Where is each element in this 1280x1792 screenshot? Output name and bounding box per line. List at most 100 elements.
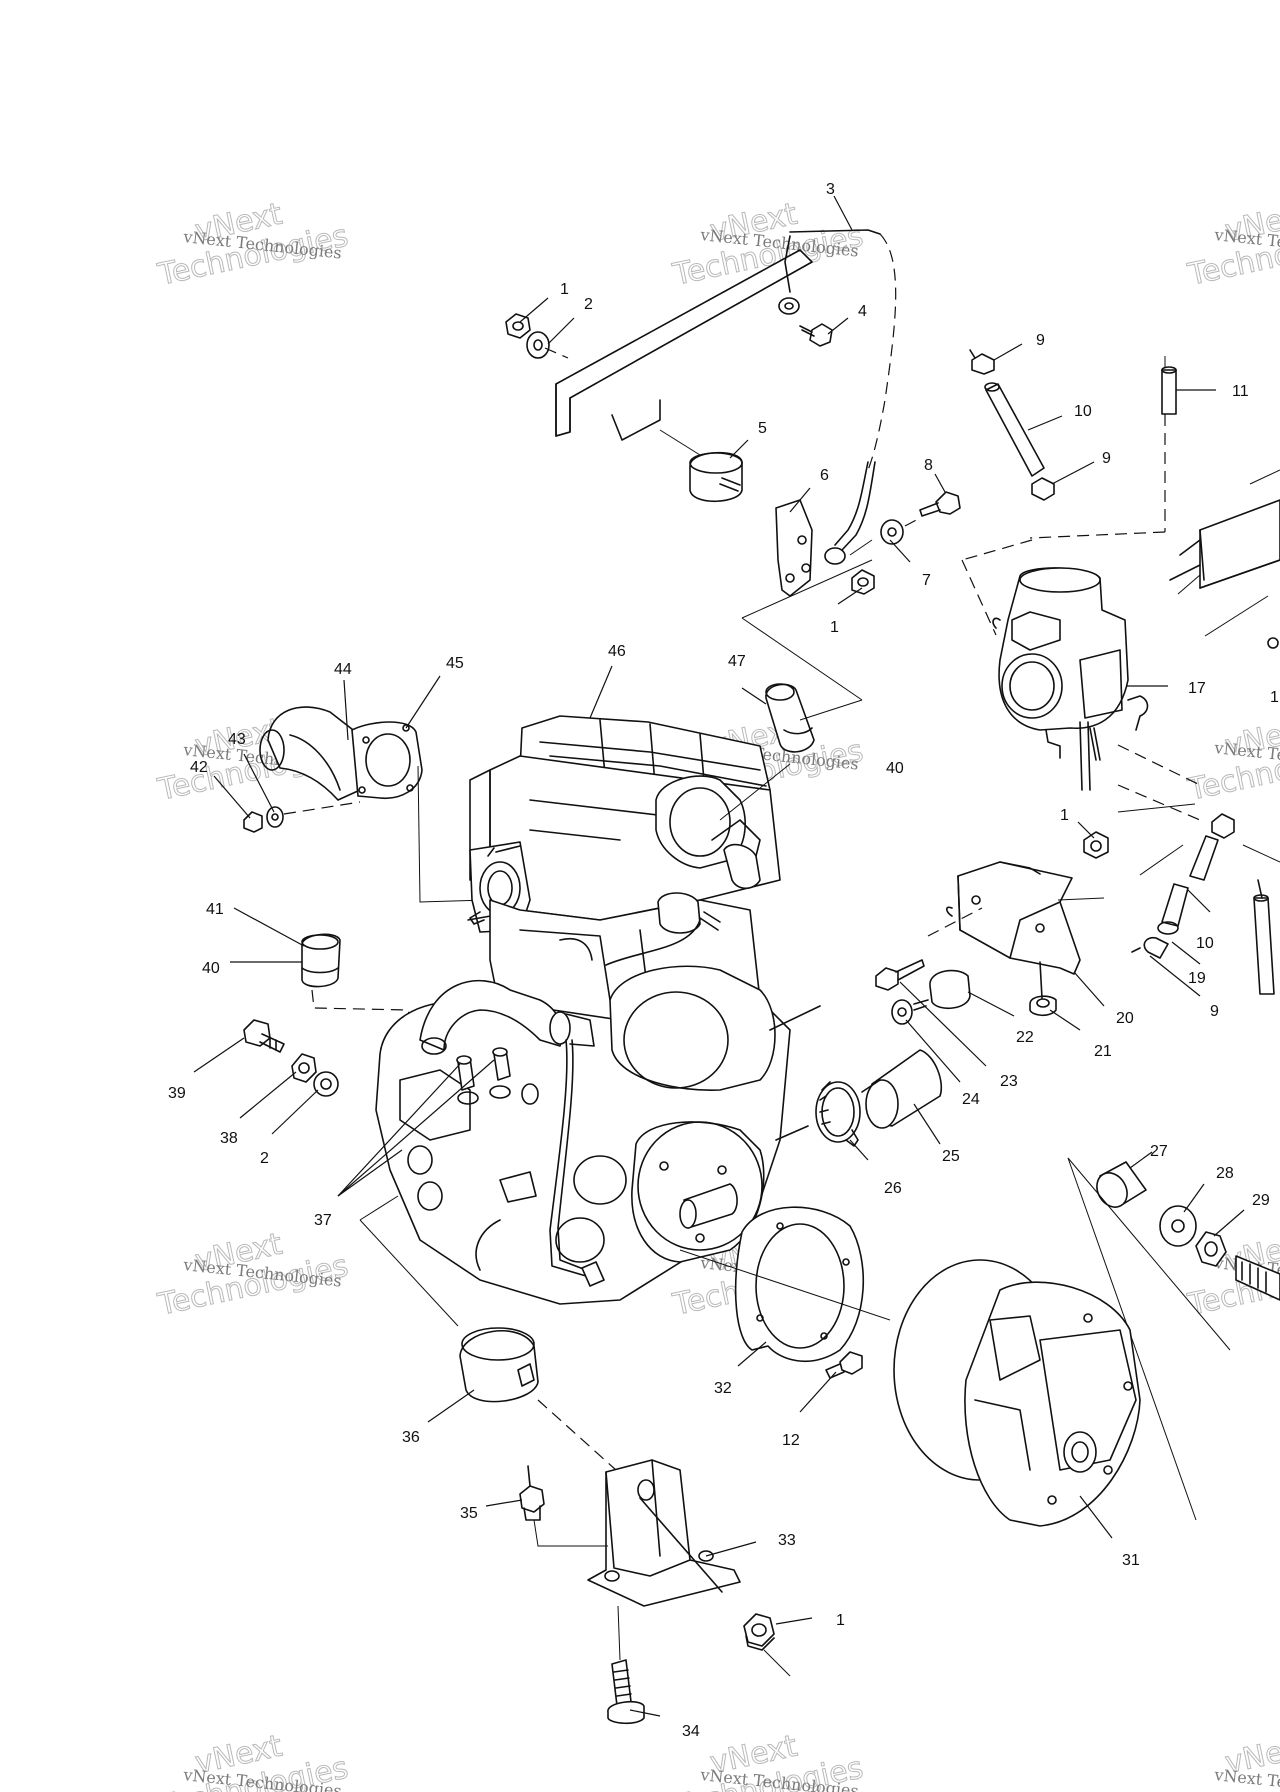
callout-12: 12 bbox=[782, 1432, 800, 1449]
washer-43 bbox=[266, 806, 284, 828]
washer-24 bbox=[891, 999, 913, 1025]
callout-17: 17 bbox=[1188, 680, 1206, 697]
bolt-4 bbox=[799, 323, 833, 347]
callout-2: 2 bbox=[584, 296, 593, 313]
callout-21: 21 bbox=[1094, 1043, 1112, 1060]
callout-20: 20 bbox=[1116, 1010, 1134, 1027]
fitting-9-top bbox=[969, 349, 995, 375]
callout-9: 9 bbox=[1036, 332, 1045, 349]
nut-21 bbox=[1029, 961, 1057, 1017]
callout-40: 40 bbox=[886, 760, 904, 777]
nut-1-top bbox=[505, 313, 531, 339]
fitting-19 bbox=[1157, 883, 1189, 935]
callout-28: 28 bbox=[1216, 1165, 1234, 1182]
callout-11: 11 bbox=[1232, 383, 1249, 400]
callout-25: 25 bbox=[942, 1148, 960, 1165]
mount-5 bbox=[659, 429, 743, 502]
callout-38: 38 bbox=[220, 1130, 238, 1147]
bolt-12 bbox=[825, 1351, 863, 1379]
hose-right-vertical bbox=[1253, 879, 1275, 995]
isolator-22 bbox=[913, 969, 971, 1011]
callout-42: 42 bbox=[190, 759, 208, 776]
callout-10: 10 bbox=[1196, 935, 1214, 952]
clamp-9-lower bbox=[1131, 936, 1169, 959]
hose-10-lower bbox=[1189, 835, 1219, 881]
drive-clutch-31 bbox=[893, 1259, 1141, 1527]
callout-33: 33 bbox=[778, 1532, 796, 1549]
engine-mount-36 bbox=[459, 1327, 539, 1403]
gasket-45 bbox=[351, 721, 423, 799]
bracket-20 bbox=[945, 861, 1081, 975]
fitting-right-mid bbox=[1211, 813, 1235, 839]
callout-numbers: 3 1 2 4 5 6 8 7 1 9 10 9 11 17 1 10 19 9… bbox=[168, 181, 1279, 1740]
callout-41: 41 bbox=[206, 901, 224, 918]
frame-rail bbox=[555, 249, 813, 441]
cap-41 bbox=[301, 933, 341, 988]
fitting-9-mid bbox=[1031, 477, 1055, 501]
spacer-27 bbox=[1096, 1161, 1147, 1208]
tube-11 bbox=[1161, 356, 1177, 415]
callout-32: 32 bbox=[714, 1380, 732, 1397]
washer-7 bbox=[880, 519, 904, 545]
callout-46: 46 bbox=[608, 643, 626, 660]
fitting-47 bbox=[765, 683, 815, 753]
coupler-25 bbox=[861, 1049, 942, 1129]
washer-38 bbox=[291, 1053, 317, 1083]
callout-3: 3 bbox=[826, 181, 835, 198]
gasket-32 bbox=[734, 1206, 865, 1363]
carburetor-17 bbox=[992, 567, 1149, 791]
lockwasher-29 bbox=[1195, 1231, 1227, 1267]
callout-47: 47 bbox=[728, 653, 746, 670]
washer-28 bbox=[1159, 1205, 1197, 1247]
callout-9: 9 bbox=[1102, 450, 1111, 467]
callout-22: 22 bbox=[1016, 1029, 1034, 1046]
callout-26: 26 bbox=[884, 1180, 902, 1197]
callout-39: 39 bbox=[168, 1085, 186, 1102]
nut-35 bbox=[519, 1465, 545, 1521]
bolt-23 bbox=[875, 959, 925, 991]
bolt-39 bbox=[243, 1019, 285, 1053]
callout-40: 40 bbox=[202, 960, 220, 977]
callout-29: 29 bbox=[1252, 1192, 1270, 1209]
bracket-6 bbox=[775, 499, 813, 597]
callout-1: 1 bbox=[830, 619, 839, 636]
bolt-right-edge bbox=[1235, 1255, 1280, 1301]
ground-cable-3 bbox=[778, 229, 897, 565]
nut-1-mid bbox=[851, 569, 875, 595]
callout-36: 36 bbox=[402, 1429, 420, 1446]
callout-35: 35 bbox=[460, 1505, 478, 1522]
bracket-right-upper bbox=[1169, 469, 1280, 649]
hose-clamp-26 bbox=[815, 1081, 861, 1147]
callout-45: 45 bbox=[446, 655, 464, 672]
nut-1-right bbox=[1083, 831, 1109, 859]
leader-lines bbox=[193, 195, 1245, 1717]
hose-10-top bbox=[984, 382, 1045, 477]
callout-1: 1 bbox=[836, 1612, 845, 1629]
exhaust-elbow-44 bbox=[259, 706, 372, 801]
callout-1: 1 bbox=[1060, 807, 1069, 824]
callout-24: 24 bbox=[962, 1091, 980, 1108]
callout-34: 34 bbox=[682, 1723, 700, 1740]
callout-44: 44 bbox=[334, 661, 352, 678]
callout-5: 5 bbox=[758, 420, 767, 437]
bolt-8 bbox=[919, 491, 961, 517]
callout-2: 2 bbox=[260, 1150, 269, 1167]
bolt-34 bbox=[607, 1659, 645, 1725]
callout-7: 7 bbox=[922, 572, 931, 589]
callout-10: 10 bbox=[1074, 403, 1092, 420]
washer-2-left bbox=[313, 1071, 339, 1097]
callout-8: 8 bbox=[924, 457, 933, 474]
callout-19: 19 bbox=[1188, 970, 1206, 987]
callout-6: 6 bbox=[820, 467, 829, 484]
engine-bracket-33 bbox=[587, 1459, 741, 1607]
engine-block-46 bbox=[375, 715, 821, 1305]
nut-1-bottom bbox=[743, 1613, 775, 1651]
callout-1: 1 bbox=[560, 281, 569, 298]
callout-1: 1 bbox=[1270, 689, 1279, 706]
callout-9: 9 bbox=[1210, 1003, 1219, 1020]
callout-27: 27 bbox=[1150, 1143, 1168, 1160]
callout-23: 23 bbox=[1000, 1073, 1018, 1090]
callout-37: 37 bbox=[314, 1212, 332, 1229]
callout-4: 4 bbox=[858, 303, 867, 320]
